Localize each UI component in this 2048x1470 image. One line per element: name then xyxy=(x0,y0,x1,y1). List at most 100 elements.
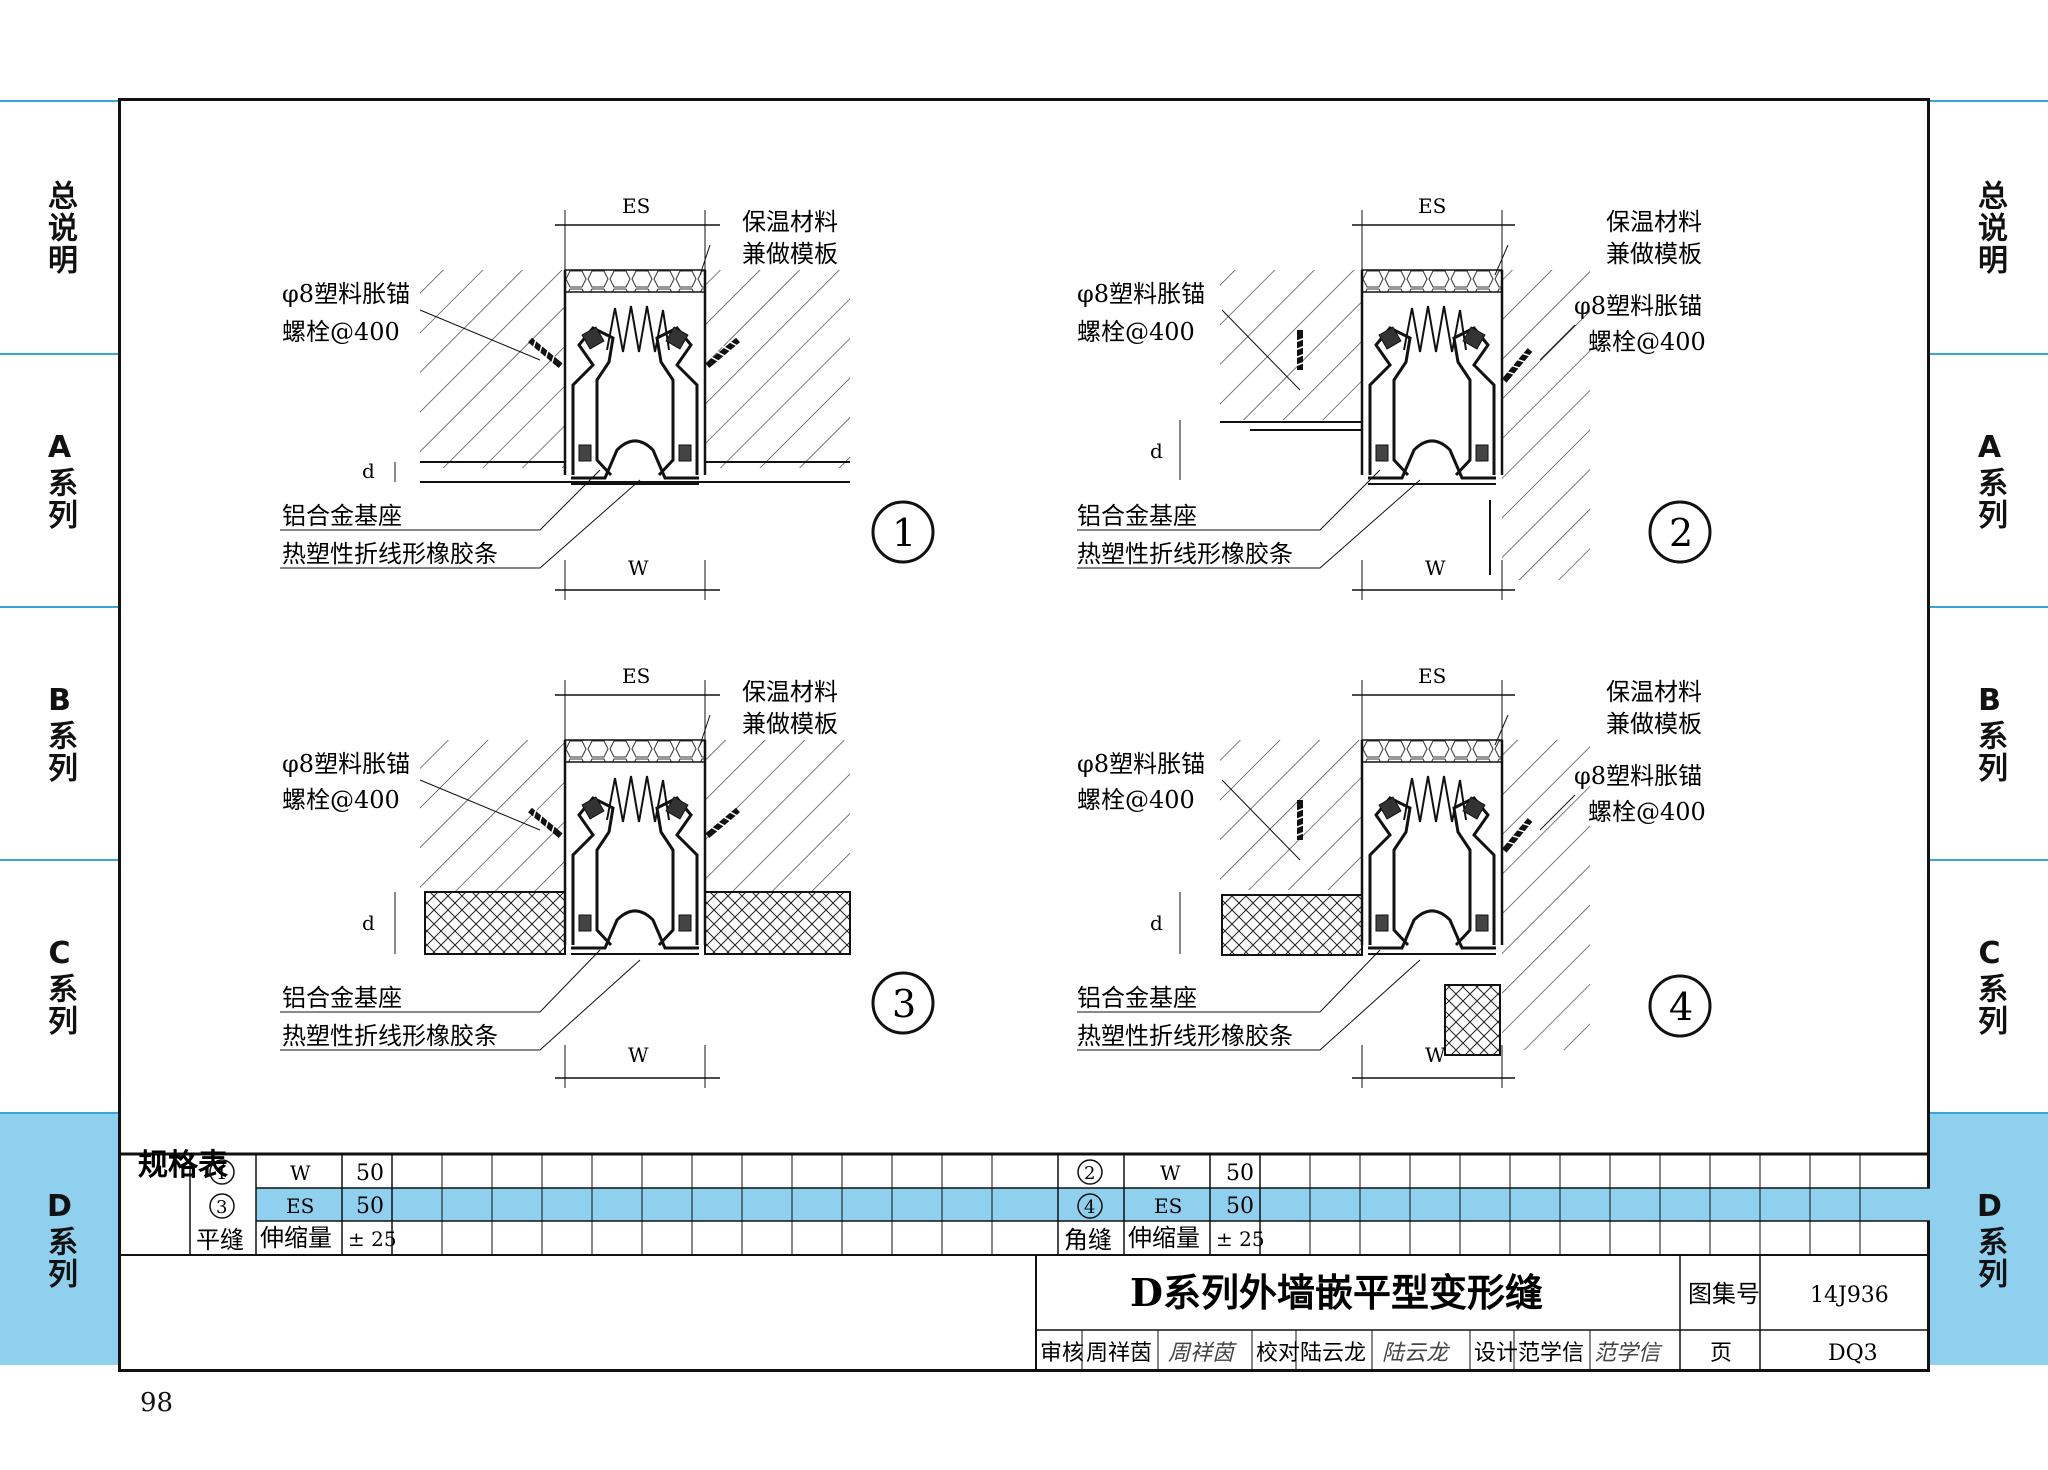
spec-left-exp-value: ± 25 xyxy=(348,1227,397,1251)
designer-name: 范学信 xyxy=(1518,1341,1584,1366)
anchor-label-2a: φ8塑料胀锚 xyxy=(1077,280,1205,308)
base-label-2: 铝合金基座 xyxy=(1077,502,1197,530)
bolt-spacing-label-2b: 螺栓@400 xyxy=(1588,328,1706,356)
detail-number-3: 3 xyxy=(892,982,916,1026)
strip-label-1: 热塑性折线形橡胶条 xyxy=(282,540,498,568)
tab-b-series-right[interactable]: B系列 xyxy=(1930,606,2048,859)
formwork-label-2: 兼做模板 xyxy=(1606,240,1702,268)
w-label-4: W xyxy=(1425,1043,1446,1067)
spec-left-type: 平缝 xyxy=(196,1226,244,1254)
spec-left-es-label: ES xyxy=(286,1194,314,1218)
right-series-tabs: 总说明 A系列 B系列 C系列 D系列 xyxy=(1930,100,2048,1365)
spec-table: 规格表 1 3 平缝 W 50 ES 50 伸缩量 ± 25 2 4 角缝 W … xyxy=(118,1148,1930,1256)
base-label-1: 铝合金基座 xyxy=(282,502,402,530)
spec-right-es-label: ES xyxy=(1154,1194,1182,1218)
insulation-label-2: 保温材料 xyxy=(1606,208,1702,236)
formwork-label-4: 兼做模板 xyxy=(1606,710,1702,738)
tab-c-series-right[interactable]: C系列 xyxy=(1930,859,2048,1112)
detail-3: ES W d 保温材料 兼做模板 φ8塑料胀锚 螺栓@400 铝合金基座 热塑性… xyxy=(280,664,935,1088)
spec-right-exp-label: 伸缩量 xyxy=(1128,1224,1200,1252)
bolt-spacing-label-4a: 螺栓@400 xyxy=(1077,786,1195,814)
reviewer-signature: 周祥茵 xyxy=(1168,1341,1237,1366)
d-label-4: d xyxy=(1150,911,1163,935)
w-label-1: W xyxy=(628,556,649,580)
spec-right-n1: 2 xyxy=(1084,1163,1095,1184)
spec-right-type: 角缝 xyxy=(1064,1226,1112,1254)
tab-b-series[interactable]: B系列 xyxy=(0,606,118,859)
w-label-2: W xyxy=(1425,556,1446,580)
checker-signature: 陆云龙 xyxy=(1382,1341,1451,1366)
es-label-4: ES xyxy=(1418,664,1446,688)
insulation-label-3: 保温材料 xyxy=(742,678,838,706)
bolt-spacing-label-3: 螺栓@400 xyxy=(282,786,400,814)
anchor-label-1: φ8塑料胀锚 xyxy=(282,280,410,308)
anchor-label-4a: φ8塑料胀锚 xyxy=(1077,750,1205,778)
bolt-spacing-label-2a: 螺栓@400 xyxy=(1077,318,1195,346)
w-label-3: W xyxy=(628,1043,649,1067)
formwork-label-1: 兼做模板 xyxy=(742,240,838,268)
es-label-2: ES xyxy=(1418,194,1446,218)
wall-right-1 xyxy=(705,270,850,468)
title-block: D系列外墙嵌平型变形缝 图集号 14J936 审核 周祥茵 周祥茵 校对 陆云龙… xyxy=(1035,1255,1930,1372)
strip-label-4: 热塑性折线形橡胶条 xyxy=(1077,1022,1293,1050)
detail-4: ES W d 保温材料 兼做模板 φ8塑料胀锚 螺栓@400 φ8塑料胀锚 螺栓… xyxy=(1077,664,1712,1088)
detail-number-4: 4 xyxy=(1669,985,1693,1029)
es-label-1: ES xyxy=(622,194,650,218)
spec-right-exp-value: ± 25 xyxy=(1216,1227,1265,1251)
base-label-4: 铝合金基座 xyxy=(1077,984,1197,1012)
insulation-label-4: 保温材料 xyxy=(1606,678,1702,706)
tab-general-right[interactable]: 总说明 xyxy=(1930,100,2048,353)
spec-right-n2: 4 xyxy=(1084,1197,1095,1218)
anchor-label-2b: φ8塑料胀锚 xyxy=(1574,292,1702,320)
checker-name: 陆云龙 xyxy=(1300,1341,1366,1366)
spec-table-title: 规格表 xyxy=(138,1148,228,1183)
es-label-3: ES xyxy=(622,664,650,688)
spec-right-w-value: 50 xyxy=(1226,1161,1254,1186)
spec-right-es-value: 50 xyxy=(1226,1194,1254,1219)
tab-d-series[interactable]: D系列 xyxy=(0,1112,118,1365)
page-label: 页 xyxy=(1710,1341,1732,1366)
spec-right-w-label: W xyxy=(1160,1161,1181,1185)
detail-number-1: 1 xyxy=(892,511,916,555)
atlas-label: 图集号 xyxy=(1688,1280,1760,1308)
d-label-1: d xyxy=(362,459,375,483)
page-number: 98 xyxy=(140,1388,174,1418)
formwork-label-3: 兼做模板 xyxy=(742,710,838,738)
bolt-spacing-label-4b: 螺栓@400 xyxy=(1588,798,1706,826)
wall-left-1 xyxy=(420,270,565,468)
spec-left-n1: 1 xyxy=(216,1163,227,1184)
tab-d-series-right[interactable]: D系列 xyxy=(1930,1112,2048,1365)
anchor-label-3: φ8塑料胀锚 xyxy=(282,750,410,778)
drawing-frame xyxy=(118,98,1930,1372)
tab-a-series[interactable]: A系列 xyxy=(0,353,118,606)
anchor-label-4b: φ8塑料胀锚 xyxy=(1574,762,1702,790)
base-label-3: 铝合金基座 xyxy=(282,984,402,1012)
strip-label-3: 热塑性折线形橡胶条 xyxy=(282,1022,498,1050)
tab-general[interactable]: 总说明 xyxy=(0,100,118,353)
spec-left-w-value: 50 xyxy=(356,1161,384,1186)
d-label-2: d xyxy=(1150,439,1163,463)
review-label: 审核 xyxy=(1040,1341,1084,1366)
strip-label-2: 热塑性折线形橡胶条 xyxy=(1077,540,1293,568)
spec-left-n2: 3 xyxy=(216,1197,227,1218)
tab-c-series[interactable]: C系列 xyxy=(0,859,118,1112)
detail-number-2: 2 xyxy=(1669,511,1693,555)
atlas-value: 14J936 xyxy=(1810,1283,1889,1308)
left-series-tabs: 总说明 A系列 B系列 C系列 D系列 xyxy=(0,100,118,1365)
designer-signature: 范学信 xyxy=(1594,1341,1663,1366)
d-label-3: d xyxy=(362,911,375,935)
bolt-spacing-label-1: 螺栓@400 xyxy=(282,318,400,346)
spec-left-exp-label: 伸缩量 xyxy=(260,1224,332,1252)
detail-2: ES W d 保温材料 兼做模板 φ8塑料胀锚 螺栓@400 φ8塑料胀锚 螺栓… xyxy=(1077,194,1712,600)
design-label: 设计 xyxy=(1474,1341,1518,1366)
check-label: 校对 xyxy=(1256,1341,1300,1366)
spec-left-es-value: 50 xyxy=(356,1194,384,1219)
reviewer-name: 周祥茵 xyxy=(1086,1341,1152,1366)
tab-a-series-right[interactable]: A系列 xyxy=(1930,353,2048,606)
insulation-label-1: 保温材料 xyxy=(742,208,838,236)
page-code: DQ3 xyxy=(1828,1341,1878,1366)
detail-1: ES W d 保温材料 兼做模板 φ8塑料胀锚 螺栓@400 铝合金基座 热塑性… xyxy=(280,194,935,600)
drawing-title: D系列外墙嵌平型变形缝 xyxy=(1130,1270,1543,1315)
spec-left-w-label: W xyxy=(290,1161,311,1185)
